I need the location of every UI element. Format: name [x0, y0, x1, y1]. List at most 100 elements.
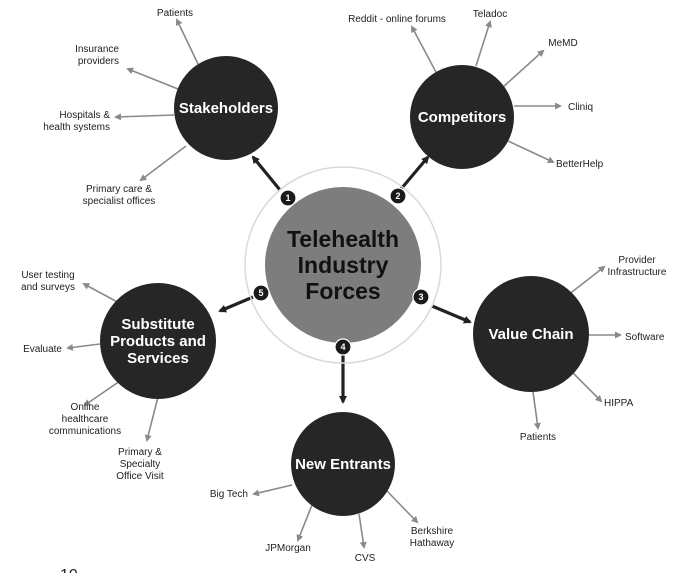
leaf-label-line: Online — [71, 402, 100, 413]
leaf-label: Patients — [157, 8, 193, 19]
leaf-label-line: Software — [625, 332, 665, 343]
leaf-label-line: Provider — [618, 255, 656, 266]
leaf-label: MeMD — [548, 38, 577, 49]
leaf-label-line: Office Visit — [116, 471, 164, 482]
leaf-label: Big Tech — [210, 489, 248, 500]
leaf-label-line: JPMorgan — [265, 543, 311, 554]
leaf-label-line: Hospitals & — [59, 110, 110, 121]
leaf-label-line: communications — [49, 426, 121, 437]
leaf-label: Evaluate — [23, 344, 62, 355]
force-arrow — [218, 295, 254, 313]
leaf-label-line: health systems — [43, 122, 110, 133]
leaf-arrow — [66, 343, 101, 351]
force-node — [473, 276, 589, 392]
leaf-label-line: providers — [78, 56, 119, 67]
leaf-arrow — [126, 67, 179, 90]
leaf-arrow — [386, 490, 419, 524]
leaf-label: HIPPA — [604, 398, 634, 409]
leaf-label-line: Primary & — [118, 447, 162, 458]
leaf-label: CVS — [355, 553, 376, 564]
leaf-label-line: Patients — [520, 432, 556, 443]
hub-title-line: Industry — [298, 252, 389, 278]
force-title-line: Stakeholders — [179, 100, 273, 117]
leaf-label: Hospitals &health systems — [43, 110, 110, 133]
hub-title-line: Forces — [305, 278, 380, 304]
force-title-line: Substitute — [121, 316, 194, 333]
force-arrow — [431, 304, 472, 324]
force-title-line: Services — [127, 350, 189, 367]
leaf-label-line: BetterHelp — [556, 159, 604, 170]
leaf-arrow — [175, 18, 199, 65]
leaf-label-line: Infrastructure — [608, 267, 667, 278]
force-title-line: Products and — [110, 333, 206, 350]
leaf-arrow — [83, 380, 121, 407]
leaf-label-line: Patients — [157, 8, 193, 19]
leaf-arrow — [296, 504, 313, 542]
force-title-line: Value Chain — [488, 326, 573, 343]
force-arrow — [251, 155, 282, 192]
hub-outer-ring — [244, 166, 442, 364]
leaf-arrow — [532, 391, 541, 430]
force-node — [291, 412, 395, 516]
force-badge-number: 1 — [285, 193, 290, 203]
leaf-arrow — [144, 396, 159, 442]
leaf-label-line: Teladoc — [473, 9, 507, 20]
hub-title-line: Telehealth — [287, 226, 399, 252]
leaf-arrow — [358, 513, 367, 549]
leaf-arrow — [501, 49, 545, 89]
force-title: Competitors — [418, 109, 506, 126]
force-node — [174, 56, 278, 160]
force-badge — [334, 338, 352, 356]
leaf-label-line: Insurance — [75, 44, 119, 55]
force-node — [100, 283, 216, 399]
leaf-arrow — [411, 25, 438, 75]
force-node — [410, 65, 514, 169]
force-title-line: Competitors — [418, 109, 506, 126]
force-title-line: New Entrants — [295, 456, 391, 473]
leaf-label: Primary care &specialist offices — [83, 184, 156, 207]
force-badge-number: 5 — [258, 288, 263, 298]
leaf-label: BetterHelp — [556, 159, 604, 170]
force-title: Stakeholders — [179, 100, 273, 117]
leaf-arrow — [114, 113, 175, 121]
leaf-label-line: healthcare — [62, 414, 109, 425]
leaf-label-line: Hathaway — [410, 538, 454, 549]
force-badge-number: 2 — [395, 191, 400, 201]
force-badge — [412, 288, 430, 306]
leaf-arrow — [475, 20, 492, 67]
leaf-label-line: Cliniq — [568, 102, 593, 113]
page-number: 10 — [60, 567, 78, 573]
leaf-arrow — [139, 145, 187, 182]
leaf-label-line: Reddit - online forums — [348, 14, 446, 25]
leaf-label: Patients — [520, 432, 556, 443]
leaf-label-line: Evaluate — [23, 344, 62, 355]
force-title: Value Chain — [488, 326, 573, 343]
leaf-label-line: Primary care & — [86, 184, 152, 195]
force-title: New Entrants — [295, 456, 391, 473]
force-badge-number: 3 — [418, 292, 423, 302]
force-badge — [252, 284, 270, 302]
leaf-label: Cliniq — [568, 102, 593, 113]
leaf-arrow — [507, 140, 555, 164]
leaf-label: Software — [625, 332, 665, 343]
leaf-label-line: Specialty — [120, 459, 161, 470]
leaf-label-line: and surveys — [21, 282, 75, 293]
leaf-label-line: MeMD — [548, 38, 577, 49]
leaf-label: JPMorgan — [265, 543, 311, 554]
main-arrows — [218, 155, 472, 404]
leaf-label: Teladoc — [473, 9, 507, 20]
leaf-label-line: Berkshire — [411, 526, 454, 537]
force-badge — [389, 187, 407, 205]
leaf-label-line: Big Tech — [210, 489, 248, 500]
